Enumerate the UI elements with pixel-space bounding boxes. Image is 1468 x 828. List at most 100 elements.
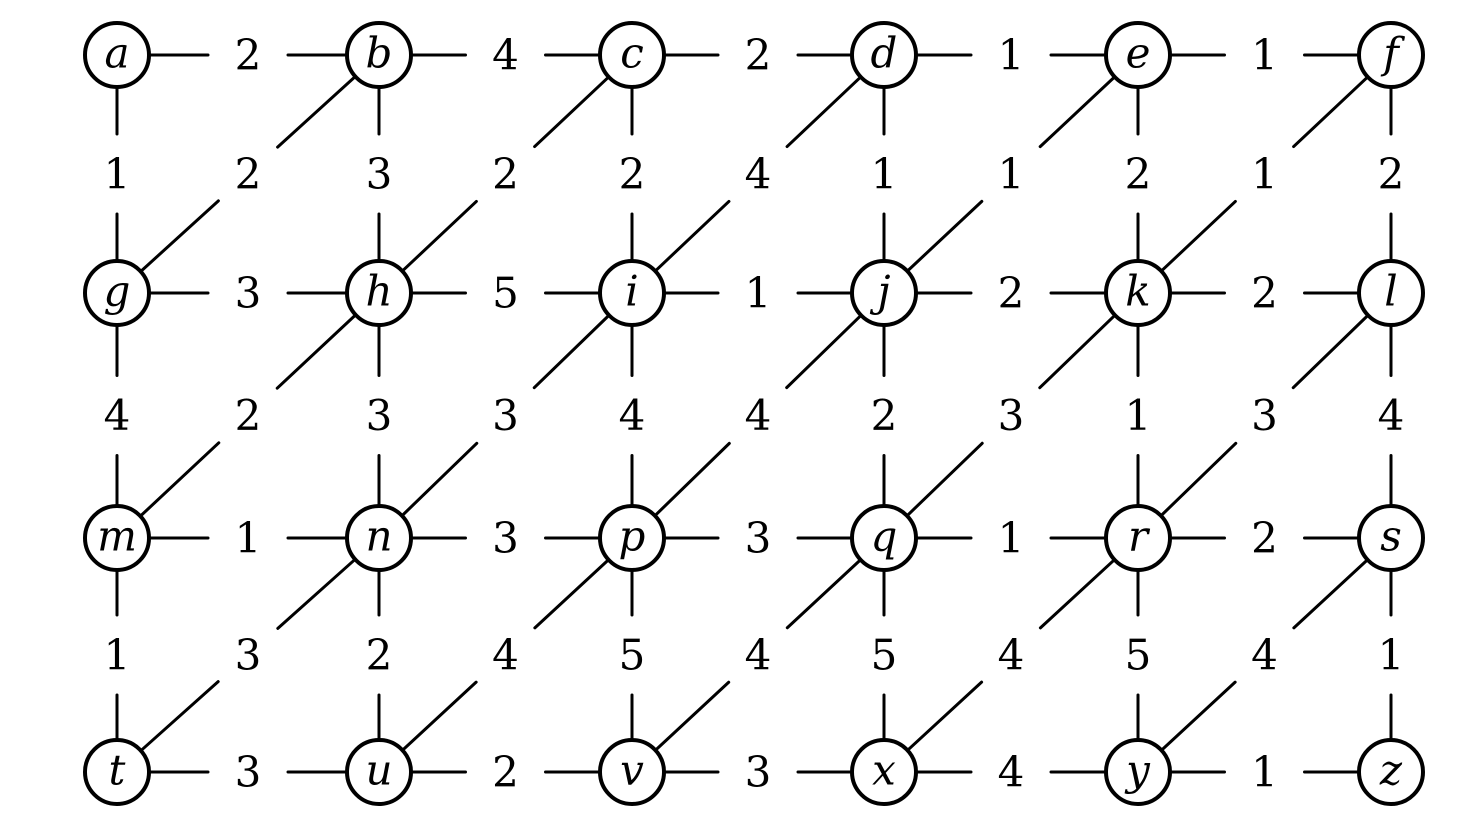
edge-weight-g-b: 2 xyxy=(235,150,262,199)
node-j: j xyxy=(850,259,918,327)
node-q: q xyxy=(850,504,918,572)
edge-r-l-segment-1 xyxy=(1159,441,1238,518)
node-p: p xyxy=(598,504,666,572)
edge-weight-i-p: 4 xyxy=(619,391,646,440)
edge-weight-y-z: 1 xyxy=(1251,748,1278,797)
edge-h-c-segment-1 xyxy=(400,199,478,273)
edge-weight-r-l: 3 xyxy=(1251,391,1278,440)
edge-q-k-segment-1 xyxy=(905,441,984,518)
edge-weight-p-v: 5 xyxy=(619,631,646,680)
edge-u-p-segment-1 xyxy=(400,680,478,752)
node-circle xyxy=(1357,259,1425,327)
node-z: z xyxy=(1357,738,1425,806)
edge-n-i-segment-1 xyxy=(400,441,479,518)
edge-i-d-segment-2 xyxy=(785,75,863,149)
node-circle xyxy=(1357,21,1425,89)
node-circle xyxy=(345,738,413,806)
edge-weight-g-h: 3 xyxy=(235,269,262,318)
node-b: b xyxy=(345,21,413,89)
edge-weight-q-x: 5 xyxy=(871,631,898,680)
edge-weight-h-i: 5 xyxy=(492,269,519,318)
edge-t-n-segment-1 xyxy=(139,680,220,753)
edge-y-s-segment-1 xyxy=(1159,680,1237,752)
node-label: z xyxy=(1379,746,1403,795)
node-h: h xyxy=(345,259,413,327)
node-circle xyxy=(83,21,151,89)
edge-weight-t-n: 3 xyxy=(235,631,262,680)
node-label: y xyxy=(1124,746,1151,795)
edge-weight-k-r: 1 xyxy=(1125,391,1152,440)
node-s: s xyxy=(1357,504,1425,572)
edge-weight-u-p: 4 xyxy=(492,631,519,680)
node-k: k xyxy=(1104,259,1172,327)
edge-weight-c-i: 2 xyxy=(619,150,646,199)
edge-weight-a-g: 1 xyxy=(104,150,131,199)
edge-weight-r-y: 5 xyxy=(1125,631,1152,680)
node-circle xyxy=(83,738,151,806)
node-r: r xyxy=(1104,504,1172,572)
node-circle xyxy=(598,259,666,327)
edge-i-d-segment-1 xyxy=(653,199,731,273)
edge-weight-v-q: 4 xyxy=(745,631,772,680)
node-circle xyxy=(850,738,918,806)
edge-weight-q-r: 1 xyxy=(998,514,1025,563)
node-label: i xyxy=(625,267,638,316)
node-m: m xyxy=(83,504,151,572)
node-label: p xyxy=(619,512,646,561)
edge-weight-h-n: 3 xyxy=(366,391,393,440)
node-circle xyxy=(850,259,918,327)
node-circle xyxy=(345,259,413,327)
edge-weight-g-m: 4 xyxy=(104,391,131,440)
edge-t-n-segment-2 xyxy=(276,557,357,630)
edge-h-c-segment-2 xyxy=(533,75,611,149)
node-x: x xyxy=(850,738,918,806)
edge-weight-j-e: 1 xyxy=(998,150,1025,199)
node-label: a xyxy=(104,29,129,78)
edge-j-e-segment-1 xyxy=(905,199,984,273)
node-label: q xyxy=(871,512,898,561)
edge-p-j-segment-1 xyxy=(653,441,731,518)
edge-weight-p-j: 4 xyxy=(745,391,772,440)
node-i: i xyxy=(598,259,666,327)
node-circle xyxy=(850,21,918,89)
edge-weight-k-l: 2 xyxy=(1251,269,1278,318)
edge-weight-s-z: 1 xyxy=(1378,631,1405,680)
node-u: u xyxy=(345,738,413,806)
edge-weight-b-c: 4 xyxy=(492,31,519,80)
node-circle xyxy=(1357,504,1425,572)
edge-x-r-segment-2 xyxy=(1038,558,1116,630)
edge-weight-n-p: 3 xyxy=(492,514,519,563)
edge-weight-m-h: 2 xyxy=(235,391,262,440)
edge-weight-i-j: 1 xyxy=(745,269,772,318)
edge-weight-k-f: 1 xyxy=(1251,150,1278,199)
node-l: l xyxy=(1357,259,1425,327)
node-label: v xyxy=(620,746,644,795)
node-circle xyxy=(83,259,151,327)
edge-weight-n-i: 3 xyxy=(492,391,519,440)
node-label: t xyxy=(109,746,126,795)
edge-g-b-segment-2 xyxy=(276,75,357,149)
edge-p-j-segment-2 xyxy=(785,313,863,390)
node-label: l xyxy=(1384,267,1397,316)
edge-weight-e-f: 1 xyxy=(1251,31,1278,80)
edge-x-r-segment-1 xyxy=(906,680,984,752)
node-label: b xyxy=(366,29,393,78)
edge-weight-b-h: 3 xyxy=(366,150,393,199)
node-d: d xyxy=(850,21,918,89)
node-label: e xyxy=(1126,29,1151,78)
edge-weight-m-n: 1 xyxy=(235,514,262,563)
edge-m-h-segment-1 xyxy=(138,441,221,518)
node-circle xyxy=(1104,738,1172,806)
edge-weight-x-r: 4 xyxy=(998,631,1025,680)
edge-weight-l-s: 4 xyxy=(1378,391,1405,440)
edge-weight-t-u: 3 xyxy=(235,748,262,797)
edges-layer xyxy=(115,53,1393,774)
edge-weight-y-s: 4 xyxy=(1251,631,1278,680)
node-label: d xyxy=(871,29,898,78)
edge-k-f-segment-2 xyxy=(1292,75,1370,149)
node-label: u xyxy=(365,746,392,795)
node-label: k xyxy=(1125,267,1150,316)
edge-k-f-segment-1 xyxy=(1159,199,1237,273)
node-label: r xyxy=(1128,512,1151,561)
node-n: n xyxy=(345,504,413,572)
